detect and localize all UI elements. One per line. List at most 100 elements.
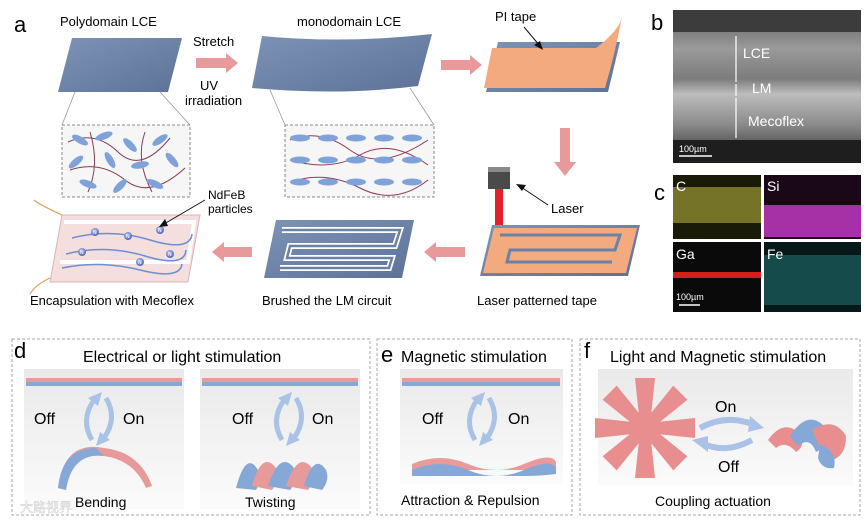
ndfeb-label-1: NdFeB [208,188,245,202]
sem-scale-label: 100µm [679,144,707,154]
magnetic-cycle-arrowhead-left [471,392,485,406]
eds-label-ga: Ga [676,246,695,262]
zoom-line [61,91,76,126]
mesogen [402,156,422,164]
mesogen [346,156,366,164]
monodomain-sheet [252,34,432,92]
lm-circuit-inner [280,228,402,270]
bending-label: Bending [75,494,126,510]
sem-bottom-background [673,140,861,163]
mesogen [95,131,113,141]
panel-f-title: Light and Magnetic stimulation [610,349,826,366]
encapsulation-wire [33,199,63,216]
particle-letter: N [138,260,142,266]
eds-map-fe-band [764,255,861,305]
magnetic-strip-pink [402,378,560,382]
mesogen [131,161,149,169]
arrow-down-to-laser [554,128,576,176]
eds-map-c-band [673,187,761,223]
zoom-line [409,87,435,126]
polymer-chain [67,137,171,161]
particle-letter: N [168,252,172,258]
panel-d-title: Electrical or light stimulation [83,349,281,366]
bending-arch-shade [58,448,104,490]
stretch-arrow [196,53,238,73]
ndfeb-label-2: particles [208,202,253,216]
zoom-line [159,91,191,126]
mesogen [104,152,116,168]
mesogen [402,178,422,186]
polydomain-mesogens [67,131,186,193]
encapsulation-label: Encapsulation with Mecoflex [30,293,195,308]
mesogen [374,156,394,164]
panel-e-title: Magnetic stimulation [401,349,547,366]
watermark: 大路视界 [20,500,72,515]
eds-map-ga-band [673,272,761,278]
eds-label-c: C [676,178,686,194]
panel-label-c: c [654,180,665,205]
laser-patterned-label: Laser patterned tape [477,293,597,308]
eds-label-fe: Fe [767,246,784,262]
sem-lm-label: LM [752,80,771,96]
magnetic-on-label: On [508,411,529,428]
pi-tape-sheet [484,16,622,88]
sem-image [673,10,861,163]
coupling-arrow-top [698,416,754,431]
gripper-arm [649,385,688,424]
ndfeb-particle [156,226,164,234]
magnetic-caption: Attraction & Repulsion [401,492,540,508]
wavy-strip-blue [412,463,556,476]
coupling-caption: Coupling actuation [655,493,771,509]
panel-label-a: a [14,12,27,37]
gripper-center [631,414,659,442]
particle-letter: N [80,250,84,256]
polymer-chain [61,263,183,275]
sem-mecoflex-label: Mecoflex [748,113,804,129]
sem-top-background [673,10,861,32]
bending-cycle-arrowhead-left [88,392,102,406]
eds-map-fe [764,242,861,312]
twisting-strip-blue [202,382,358,386]
magnetic-strip-blue [402,382,560,386]
bending-cycle-arrowhead-right [96,432,110,446]
mesogen [79,179,97,189]
ndfeb-particle [91,228,99,236]
polymer-chain [289,148,429,166]
panel-d: d Electrical or light stimulation Off On… [11,338,371,516]
mesogen [374,134,394,142]
mesogen [290,178,310,186]
polymer-chain [289,176,429,196]
uv-label: UV [200,78,218,93]
bending-strip-pink [26,378,182,382]
panel-label-f: f [584,338,591,363]
twisting-off-label: Off [232,411,254,428]
polydomain-sheet [58,38,182,92]
panel-c: c C Si Ga 100µm Fe [654,175,861,312]
mesogen [346,134,366,142]
mesogen [290,134,310,142]
gripper-star [595,378,695,478]
sem-lce-label: LCE [743,45,770,61]
actuated-gripper [768,419,846,469]
twisting-strip-pink [202,378,358,382]
laser-label: Laser [551,201,584,216]
laser-beam [495,189,503,231]
mesogen [165,152,179,168]
particle-letter: N [126,234,130,240]
magnetic-cycle-arrow-left [467,398,480,442]
mesogen [290,156,310,164]
panel-b: b LCE LM Mecoflex 100µm [651,10,861,163]
gripper-arm [635,378,655,416]
mesogen [318,134,338,142]
zoom-line [269,89,286,126]
twisting-cycle-arrow-left [274,398,287,442]
ndfeb-particle [136,258,144,266]
mesogen [123,138,137,152]
arrow-to-tape [441,55,482,75]
polymer-chain [289,135,429,160]
twisting-cycle-arrowhead-right [286,432,300,446]
ndfeb-pointer-head [159,219,168,227]
laser-pointer-head [516,184,526,191]
bending-off-label: Off [34,411,56,428]
